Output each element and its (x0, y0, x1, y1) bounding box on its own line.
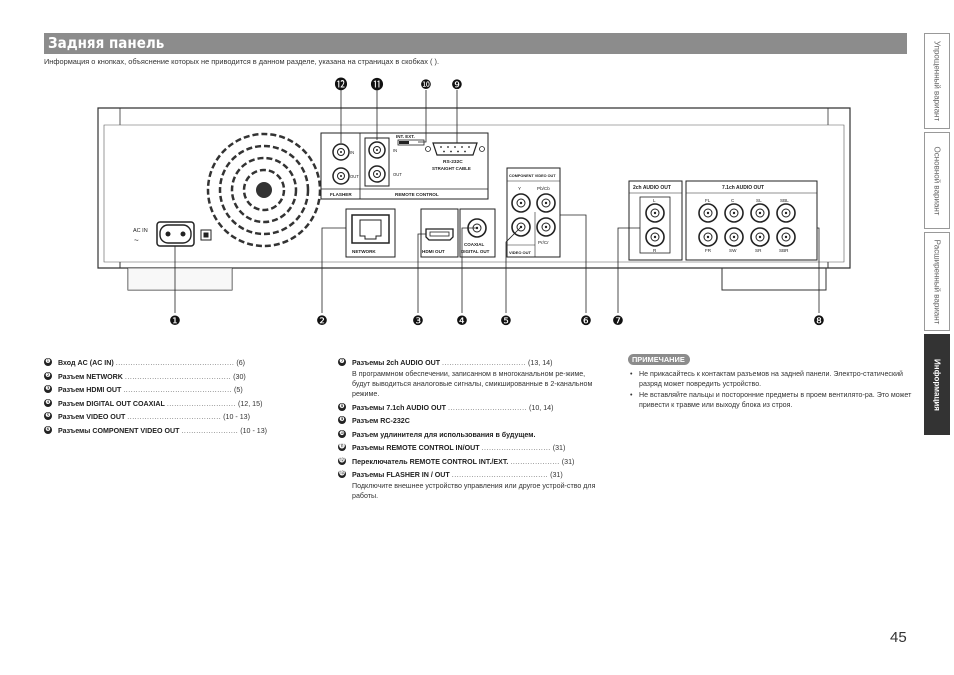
svg-text:OUT: OUT (393, 172, 402, 177)
svg-text:R: R (653, 248, 657, 253)
rs232c-port[interactable] (425, 142, 485, 156)
fan-grille (206, 132, 322, 248)
section-title-bar: Задняя панель (44, 33, 907, 54)
callout-12: ⓬ (334, 77, 347, 92)
svg-text:C: C (731, 198, 735, 203)
label-network: NETWORK (352, 249, 376, 254)
svg-text:FR: FR (705, 248, 712, 253)
callout-6: ❻ (580, 313, 592, 328)
svg-text:SBR: SBR (779, 248, 789, 253)
hdmi-out-port[interactable] (425, 228, 454, 241)
label-71ch-audio-out: 7.1ch AUDIO OUT (722, 185, 764, 191)
svg-text:SL: SL (756, 198, 762, 203)
tab-advanced[interactable]: Расширенный вариант (924, 232, 950, 331)
svg-text:IN: IN (350, 150, 354, 155)
callout-2: ❷ (316, 313, 328, 328)
svg-text:SW: SW (729, 248, 737, 253)
network-port[interactable] (351, 214, 390, 244)
intro-text: Информация о кнопках, объяснение которых… (44, 57, 440, 66)
callout-11: ⓫ (370, 77, 383, 92)
callout-5: ❺ (500, 313, 512, 328)
label-rs232c: RS-232C (443, 159, 463, 165)
71-fr-jack[interactable] (698, 227, 718, 247)
component-pb-jack[interactable] (536, 193, 556, 213)
page-number: 45 (890, 629, 907, 646)
svg-text:IN: IN (393, 148, 397, 153)
svg-text:OUT: OUT (350, 174, 359, 179)
flasher-out-jack[interactable] (332, 167, 350, 185)
label-remote-control: REMOTE CONTROL (395, 192, 439, 197)
label-flasher: FLASHER (330, 192, 352, 197)
label-coaxial: COAXIAL (464, 242, 485, 247)
svg-text:SR: SR (755, 248, 762, 253)
svg-text:Pb/Cb: Pb/Cb (537, 186, 550, 191)
svg-text:STRAIGHT CABLE: STRAIGHT CABLE (432, 166, 471, 171)
note-item: Не прикасайтесь к контактам разъемов на … (628, 369, 913, 389)
71-sl-jack[interactable] (750, 203, 770, 223)
label-2ch-audio-out: 2ch AUDIO OUT (633, 185, 671, 191)
label-int-ext: INT. EXT. (396, 134, 415, 139)
tab-simple[interactable]: Упрощенный вариант (924, 33, 950, 129)
list-item-desc: Подключите внешнее устройство управления… (352, 481, 596, 500)
note-item: Не вставляйте пальцы и посторонние предм… (628, 390, 913, 410)
int-ext-switch[interactable] (397, 139, 425, 146)
tab-basic[interactable]: Основной вариант (924, 132, 950, 229)
remote-out-jack[interactable] (368, 165, 386, 183)
ac-in-socket[interactable] (156, 221, 195, 247)
note-header: ПРИМЕЧАНИЕ (628, 354, 690, 365)
flasher-in-jack[interactable] (332, 143, 350, 161)
71-sbr-jack[interactable] (776, 227, 796, 247)
71-sbl-jack[interactable] (776, 203, 796, 223)
ground-square-icon (200, 229, 212, 241)
label-ac-in: AC IN (133, 228, 148, 234)
callout-9: ❾ (451, 77, 463, 92)
svg-text:SBL: SBL (780, 198, 789, 203)
ac-symbol: ~ (134, 236, 139, 245)
label-digital-out: DIGITAL OUT (461, 249, 490, 254)
svg-text:Y: Y (518, 186, 521, 191)
callout-8: ❽ (813, 313, 825, 328)
svg-text:Pr/Cr: Pr/Cr (538, 240, 549, 245)
component-pr-jack[interactable] (536, 217, 556, 237)
rear-panel-diagram: AC IN ~ FLASHER REMOTE CONTROL IN OUT IN… (97, 77, 851, 328)
svg-text:FL: FL (705, 198, 711, 203)
71-sr-jack[interactable] (750, 227, 770, 247)
label-hdmi-out: HDMI OUT (422, 249, 445, 254)
callout-10: ❿ (420, 77, 432, 92)
71-sw-jack[interactable] (724, 227, 744, 247)
list-item-desc: В программном обеспечении, записанном в … (352, 369, 593, 398)
callout-3: ❸ (412, 313, 424, 328)
svg-text:L: L (653, 198, 656, 203)
label-component-video-out: COMPONENT VIDEO OUT (509, 174, 556, 178)
callout-4: ❹ (456, 313, 468, 328)
component-y-jack[interactable] (511, 193, 531, 213)
note-list: Не прикасайтесь к контактам разъемов на … (628, 369, 913, 411)
71-fl-jack[interactable] (698, 203, 718, 223)
2ch-audio-r-jack[interactable] (645, 227, 665, 247)
71-c-jack[interactable] (724, 203, 744, 223)
2ch-audio-l-jack[interactable] (645, 203, 665, 223)
label-video-out: VIDEO OUT (509, 250, 532, 255)
page-title: Задняя панель (48, 34, 165, 52)
callout-1: ❶ (169, 313, 181, 328)
tab-information[interactable]: Информация (924, 334, 950, 435)
remote-in-jack[interactable] (368, 141, 386, 159)
callout-7: ❼ (612, 313, 624, 328)
